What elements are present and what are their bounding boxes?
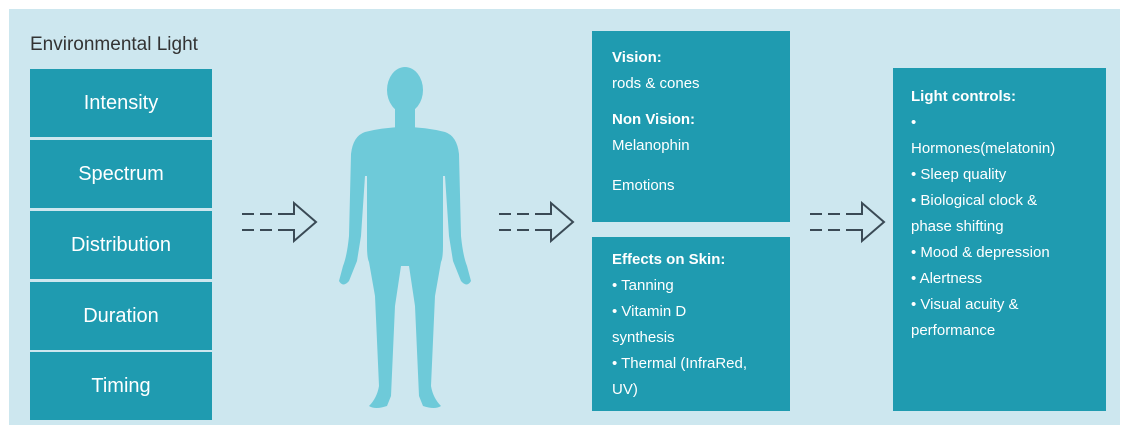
skin-item: • Tanning xyxy=(612,273,770,299)
controls-item: • xyxy=(911,110,1088,136)
light-controls-title: Light controls: xyxy=(911,84,1088,110)
controls-item: performance xyxy=(911,318,1088,344)
controls-item: phase shifting xyxy=(911,214,1088,240)
skin-item: • Vitamin D xyxy=(612,299,770,325)
factor-duration: Duration xyxy=(30,282,212,350)
light-controls-box: Light controls: • Hormones(melatonin) • … xyxy=(893,68,1106,411)
factor-timing: Timing xyxy=(30,352,212,420)
factor-spectrum: Spectrum xyxy=(30,140,212,208)
emotions-text: Emotions xyxy=(612,173,770,199)
vision-text: rods & cones xyxy=(612,71,770,97)
factor-intensity: Intensity xyxy=(30,69,212,137)
skin-effects-title: Effects on Skin: xyxy=(612,247,770,273)
human-body-icon xyxy=(335,66,475,416)
non-vision-text: Melanophin xyxy=(612,133,770,159)
controls-item: • Biological clock & xyxy=(911,188,1088,214)
dashed-arrow-right-icon xyxy=(497,200,577,244)
skin-item: UV) xyxy=(612,377,770,403)
dashed-arrow-right-icon xyxy=(808,200,888,244)
non-vision-title: Non Vision: xyxy=(612,107,770,133)
controls-item: • Mood & depression xyxy=(911,240,1088,266)
factor-distribution: Distribution xyxy=(30,211,212,279)
dashed-arrow-right-icon xyxy=(240,200,320,244)
skin-item: synthesis xyxy=(612,325,770,351)
environmental-light-title: Environmental Light xyxy=(30,34,198,56)
vision-title: Vision: xyxy=(612,45,770,71)
controls-item: Hormones(melatonin) xyxy=(911,136,1088,162)
controls-item: • Sleep quality xyxy=(911,162,1088,188)
controls-item: • Alertness xyxy=(911,266,1088,292)
skin-item: • Thermal (InfraRed, xyxy=(612,351,770,377)
vision-box: Vision: rods & cones Non Vision: Melanop… xyxy=(592,31,790,222)
skin-effects-box: Effects on Skin: • Tanning • Vitamin D s… xyxy=(592,237,790,411)
controls-item: • Visual acuity & xyxy=(911,292,1088,318)
